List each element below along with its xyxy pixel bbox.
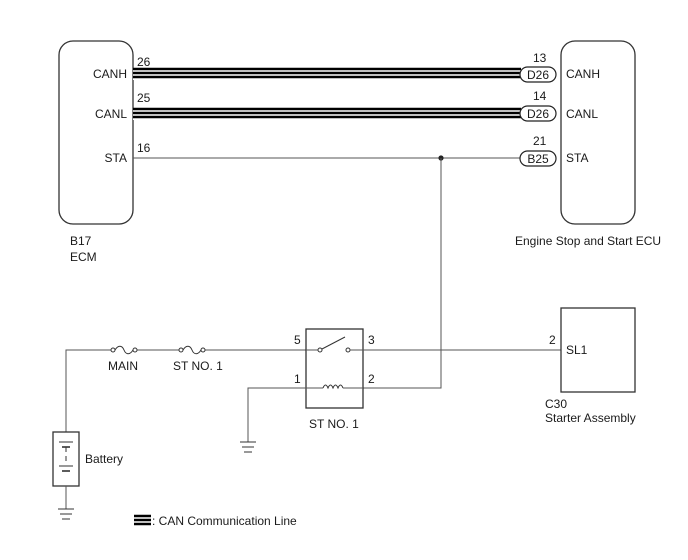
starter-code: C30 xyxy=(545,397,567,411)
relay-label: ST NO. 1 xyxy=(309,417,359,431)
relay-coil-icon xyxy=(306,384,363,390)
st-relay-box xyxy=(305,328,364,409)
svg-text:D26: D26 xyxy=(527,68,549,82)
ecu-pin-canl-number: 14 xyxy=(533,89,547,103)
ecm-pin-canl-number: 25 xyxy=(137,91,151,105)
ecu-pin-canl-label: CANL xyxy=(566,107,598,121)
st-no1-fuse-icon xyxy=(178,345,206,355)
relay-pin-1: 1 xyxy=(294,372,301,386)
battery-label: Battery xyxy=(85,452,123,466)
ecm-pin-canh-label: CANH xyxy=(93,67,127,81)
main-fuse-label: MAIN xyxy=(108,359,138,373)
starter-box xyxy=(560,307,636,393)
ecu-pin-sta-number: 21 xyxy=(533,134,547,148)
relay-pin-2: 2 xyxy=(368,372,375,386)
ecu-pin-sta-label: STA xyxy=(566,151,588,165)
ecm-pin-sta-number: 16 xyxy=(137,141,151,155)
connector-d26-canl: D26 xyxy=(519,105,557,122)
starter-pin-label: SL1 xyxy=(566,343,588,357)
starter-name: Starter Assembly xyxy=(545,411,636,425)
starter-pin-number: 2 xyxy=(549,333,556,347)
ecm-pin-canh-number: 26 xyxy=(137,55,151,69)
svg-text:D26: D26 xyxy=(527,107,549,121)
relay-pin-5: 5 xyxy=(294,333,301,347)
ecu-pin-canh-number: 13 xyxy=(533,51,547,65)
ecm-pin-canl-label: CANL xyxy=(95,107,127,121)
relay-ground-wire xyxy=(247,387,306,442)
connector-b25-sta: B25 xyxy=(519,150,557,167)
connector-d26-canh: D26 xyxy=(519,66,557,83)
battery-icon xyxy=(59,441,73,472)
sta-branch-wire xyxy=(350,158,442,389)
ecu-pin-canh-label: CANH xyxy=(566,67,600,81)
ecm-pin-sta-label: STA xyxy=(105,151,127,165)
main-fuse-icon xyxy=(110,345,138,355)
canh-wire xyxy=(133,67,521,80)
can-line-legend-icon xyxy=(134,514,151,526)
canl-wire xyxy=(133,107,521,120)
st-no1-fuse-label: ST NO. 1 xyxy=(173,359,223,373)
ecu-box xyxy=(560,40,636,225)
battery-feed-wire xyxy=(65,349,111,432)
ecm-box xyxy=(58,40,134,225)
relay-pin-3: 3 xyxy=(368,333,375,347)
ecm-code: B17 xyxy=(70,234,92,248)
relay-ground-icon xyxy=(240,441,256,453)
can-line-legend-label: : CAN Communication Line xyxy=(152,514,297,528)
svg-text:B25: B25 xyxy=(527,152,549,166)
battery-ground-icon xyxy=(58,508,74,520)
relay-switch-icon xyxy=(306,336,363,353)
ecu-name: Engine Stop and Start ECU xyxy=(515,234,661,248)
ecm-name: ECM xyxy=(70,250,97,264)
